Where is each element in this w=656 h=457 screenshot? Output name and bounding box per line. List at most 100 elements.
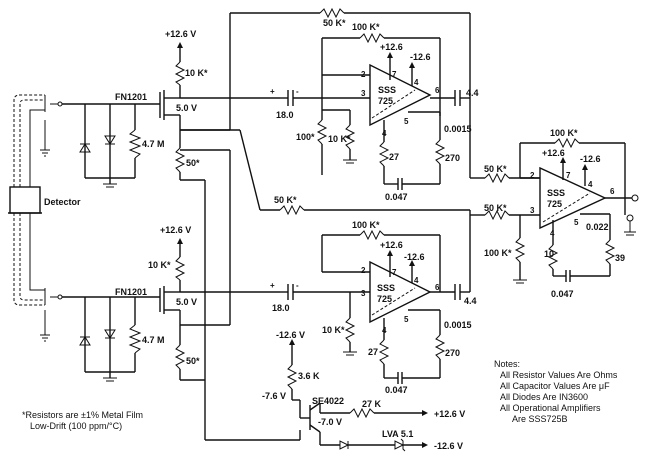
resistor-10k-a — [344, 124, 356, 150]
svg-text:Are SSS725B: Are SSS725B — [512, 414, 568, 424]
svg-text:50 K*: 50 K* — [484, 203, 507, 213]
svg-text:10 K*: 10 K* — [328, 134, 351, 144]
output-terminal — [631, 194, 639, 202]
svg-text:-12.6: -12.6 — [404, 252, 425, 262]
resistor-10k-top — [174, 61, 186, 86]
svg-text:10 K*: 10 K* — [322, 325, 345, 335]
svg-text:4: 4 — [414, 276, 419, 285]
svg-text:-12.6 V: -12.6 V — [434, 441, 463, 451]
resistor-27-a — [378, 141, 390, 167]
fet-stage-bottom: 4.7 M FN1201 5.0 V +12.6 V 10 K* 50* — [62, 179, 280, 440]
svg-text:-7.6 V: -7.6 V — [262, 391, 286, 401]
svg-text:+12.6: +12.6 — [380, 240, 403, 250]
svg-text:7: 7 — [392, 268, 397, 277]
svg-text:SE4022: SE4022 — [312, 396, 344, 406]
footnote-block: *Resistors are ±1% Metal Film Low-Drift … — [22, 410, 143, 431]
svg-text:50*: 50* — [186, 356, 200, 366]
svg-text:5: 5 — [404, 315, 409, 324]
opamp-b-stage: + - 18.0 SSS 725 2 3 7 4 6 4 5 +12.6 -12… — [270, 203, 540, 395]
svg-text:5.0 V: 5.0 V — [176, 103, 197, 113]
opamp-c-stage: SSS 725 2 3 7 4 6 4 5 +12.6 -12.6 100 K*… — [484, 128, 639, 299]
opamp-c — [539, 166, 607, 230]
svg-text:All Capacitor Values Are μF: All Capacitor Values Are μF — [500, 381, 610, 391]
svg-text:All Diodes Are IN3600: All Diodes Are IN3600 — [500, 392, 588, 402]
svg-text:All Operational Amplifiers: All Operational Amplifiers — [500, 403, 601, 413]
svg-text:18.0: 18.0 — [276, 110, 294, 120]
svg-text:39: 39 — [615, 253, 625, 263]
svg-text:Notes:: Notes: — [494, 359, 520, 369]
fet-top-label: FN1201 — [115, 92, 147, 102]
svg-text:0.022: 0.022 — [586, 222, 609, 232]
svg-text:10 K*: 10 K* — [148, 260, 171, 270]
svg-text:4.4: 4.4 — [464, 296, 477, 306]
diode-top-2 — [104, 135, 116, 145]
svg-text:6: 6 — [435, 283, 440, 292]
svg-text:-: - — [296, 87, 299, 96]
bias-circuit: -12.6 V 3.6 K -7.6 V SE4022 27 K +12.6 V… — [205, 330, 465, 452]
svg-text:SSS: SSS — [547, 188, 565, 198]
notes-block: Notes: All Resistor Values Are Ohms All … — [494, 359, 618, 424]
svg-text:6: 6 — [610, 187, 615, 196]
diode-bottom-1 — [79, 336, 91, 346]
svg-text:5: 5 — [404, 117, 409, 126]
detector-box — [9, 186, 41, 214]
resistor-27k — [349, 407, 375, 419]
svg-text:SSS: SSS — [377, 283, 395, 293]
opamp-b — [369, 260, 432, 324]
svg-text:50 K*: 50 K* — [484, 164, 507, 174]
svg-text:4: 4 — [414, 78, 419, 87]
svg-text:-7.0 V: -7.0 V — [318, 417, 342, 427]
svg-text:2: 2 — [361, 266, 366, 275]
svg-text:7: 7 — [566, 171, 571, 180]
svg-text:LVA 5.1: LVA 5.1 — [382, 429, 413, 439]
svg-text:6: 6 — [435, 86, 440, 95]
fet-stage-top: 4.7 M FN1201 5.0 V +12.6 V 10 K* 50* — [62, 29, 280, 188]
svg-text:5.0 V: 5.0 V — [176, 297, 197, 307]
zener-lva — [394, 440, 405, 450]
svg-text:4: 4 — [588, 180, 593, 189]
svg-text:+12.6: +12.6 — [380, 42, 403, 52]
svg-text:SSS: SSS — [378, 85, 396, 95]
svg-text:+12.6: +12.6 — [542, 148, 565, 158]
svg-text:4.7 M: 4.7 M — [142, 335, 165, 345]
cross-feedback: 50 K* 50 K* — [180, 7, 471, 325]
fet-bottom-label: FN1201 — [115, 287, 147, 297]
svg-text:270: 270 — [445, 348, 460, 358]
svg-text:10: 10 — [544, 249, 554, 259]
svg-text:100*: 100* — [296, 132, 315, 142]
svg-text:18.0: 18.0 — [272, 303, 290, 313]
resistor-50k-top — [319, 7, 345, 19]
svg-text:-12.6: -12.6 — [580, 154, 601, 164]
svg-text:27: 27 — [389, 152, 399, 162]
resistor-50-bottom — [174, 344, 186, 370]
svg-text:-12.6: -12.6 — [410, 52, 431, 62]
svg-text:50*: 50* — [186, 158, 200, 168]
opamp-a — [369, 63, 432, 127]
svg-text:0.047: 0.047 — [385, 192, 408, 202]
svg-text:-12.6 V: -12.6 V — [276, 330, 305, 340]
svg-text:All Resistor Values Are Ohms: All Resistor Values Are Ohms — [500, 370, 618, 380]
svg-text:725: 725 — [547, 199, 562, 209]
svg-text:0.047: 0.047 — [385, 385, 408, 395]
resistor-50-top — [174, 147, 186, 173]
opamp-a-stage: + - 18.0 SSS 725 2 3 7 4 6 4 5 +12.6 -12… — [270, 22, 540, 202]
detector-block: Detector — [8, 94, 81, 342]
resistor-270-a — [434, 139, 446, 165]
svg-text:100 K*: 100 K* — [550, 128, 578, 138]
svg-text:2: 2 — [530, 171, 535, 180]
diode-bottom-2 — [104, 329, 116, 339]
svg-text:3: 3 — [361, 89, 366, 98]
resistor-4-7m-bottom — [128, 324, 142, 354]
diode-bias — [339, 440, 350, 450]
resistor-50k-mid — [279, 204, 305, 216]
svg-text:+12.6 V: +12.6 V — [434, 409, 465, 419]
svg-text:Low-Drift (100 ppm/°C): Low-Drift (100 ppm/°C) — [30, 421, 122, 431]
resistor-100k-c-gnd — [514, 237, 526, 263]
svg-text:100 K*: 100 K* — [352, 22, 380, 32]
svg-text:+12.6 V: +12.6 V — [165, 29, 196, 39]
resistor-39-c — [604, 239, 616, 265]
resistor-3-6k — [286, 364, 298, 390]
svg-text:+: + — [270, 281, 275, 290]
resistor-100-a — [316, 119, 328, 145]
